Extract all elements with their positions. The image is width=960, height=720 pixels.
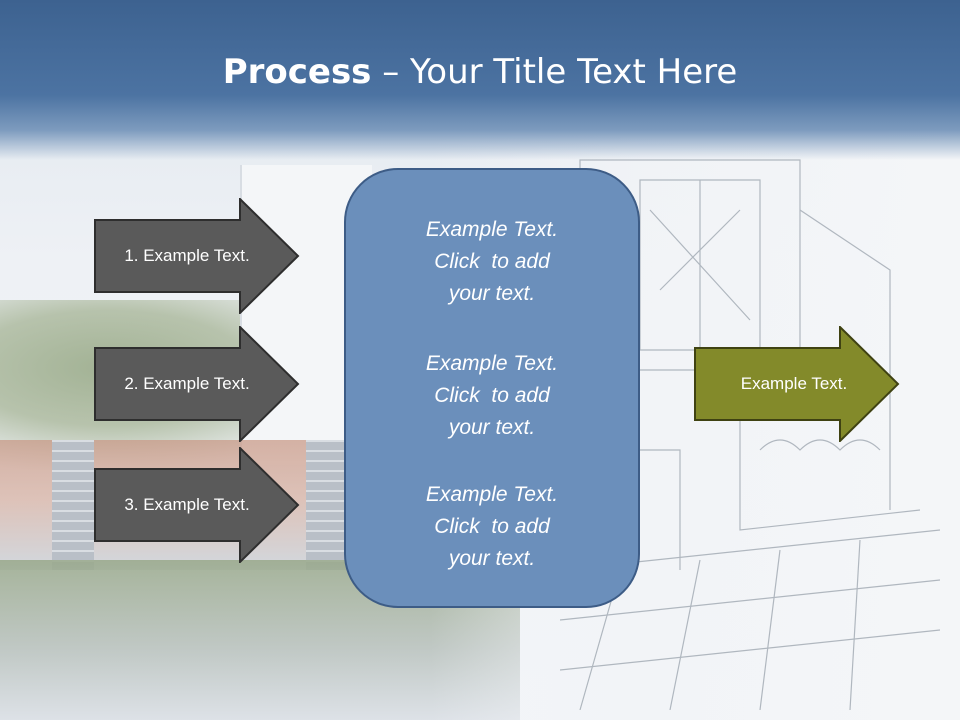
input-arrow-label: 1. Example Text. [124,246,250,265]
process-text-block-3[interactable]: Example Text. Click to add your text. [346,479,638,575]
input-arrow-label: 2. Example Text. [124,374,250,393]
page-title: Process – Your Title Text Here [0,52,960,92]
arrow-shape [694,326,900,442]
input-arrow-2[interactable]: 2. Example Text. [94,326,300,442]
process-text-line: your text. [448,416,536,439]
output-arrow[interactable]: Example Text. [694,326,900,442]
background-brick-pillar [52,440,94,570]
title-rest: – Your Title Text Here [371,52,738,92]
arrow-shape [94,447,300,563]
process-text-line: Click to add [434,515,550,538]
process-text-line: Example Text. [425,218,559,241]
title-bold: Process [222,52,372,92]
process-text-line: Example Text. [425,352,559,375]
process-text-line: your text. [448,282,536,305]
process-text-line: Click to add [434,250,550,273]
process-text-block-1[interactable]: Example Text. Click to add your text. [346,214,638,310]
process-box[interactable]: Example Text. Click to add your text. Ex… [344,168,640,608]
process-text-block-2[interactable]: Example Text. Click to add your text. [346,348,638,444]
input-arrow-label: 3. Example Text. [124,495,250,514]
arrow-shape [94,326,300,442]
arrow-shape [94,198,300,314]
process-text-line: Click to add [434,384,550,407]
output-arrow-label: Example Text. [740,374,848,393]
input-arrow-1[interactable]: 1. Example Text. [94,198,300,314]
process-text-line: your text. [448,547,536,570]
title-band [0,0,960,160]
process-text-line: Example Text. [425,483,559,506]
input-arrow-3[interactable]: 3. Example Text. [94,447,300,563]
background-brick-pillar [306,440,348,570]
